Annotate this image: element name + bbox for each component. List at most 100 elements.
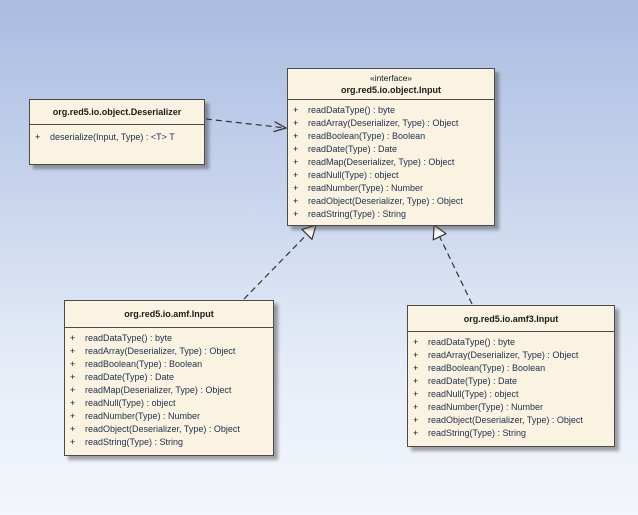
operation-row[interactable]: + deserialize(Input, Type) : <T> T — [30, 131, 204, 144]
operations-list: + readDataType() : byte + readArray(Deseri… — [288, 100, 494, 221]
visibility-marker: + — [293, 183, 299, 193]
visibility-marker: + — [70, 346, 76, 356]
operation-row[interactable]: + readNumber(Type) : Number — [288, 182, 494, 195]
realization-amf-to-input — [243, 224, 317, 300]
operation-signature: readMap(Deserializer, Type) : Object — [308, 157, 455, 167]
operation-signature: readDate(Type) : Date — [308, 144, 398, 154]
operation-signature: readNull(Type) : object — [428, 389, 519, 399]
operation-row[interactable]: + readDate(Type) : Date — [288, 143, 494, 156]
visibility-marker: + — [35, 132, 41, 142]
visibility-marker: + — [293, 157, 299, 167]
visibility-marker: + — [413, 337, 419, 347]
operation-row[interactable]: + readBoolean(Type) : Boolean — [65, 358, 273, 371]
operation-row[interactable]: + readString(Type) : String — [408, 427, 614, 440]
visibility-marker: + — [293, 209, 299, 219]
operation-signature: readObject(Deserializer, Type) : Object — [308, 196, 463, 206]
operation-signature: readArray(Deserializer, Type) : Object — [428, 350, 579, 360]
operation-signature: readNumber(Type) : Number — [428, 402, 544, 412]
visibility-marker: + — [293, 131, 299, 141]
operation-signature: readNumber(Type) : Number — [308, 183, 424, 193]
class-header: «interface» org.red5.io.object.Input — [288, 69, 494, 100]
class-amf3-input[interactable]: org.red5.io.amf3.Input + readDataType() :… — [407, 305, 615, 447]
operation-signature: readBoolean(Type) : Boolean — [428, 363, 546, 373]
visibility-marker: + — [413, 363, 419, 373]
operation-row[interactable]: + readNull(Type) : object — [65, 397, 273, 410]
visibility-marker: + — [70, 437, 76, 447]
operation-signature: readDate(Type) : Date — [85, 372, 175, 382]
class-name: org.red5.io.amf3.Input — [463, 313, 559, 324]
operations-list: + deserialize(Input, Type) : <T> T — [30, 125, 204, 144]
visibility-marker: + — [293, 170, 299, 180]
operation-row[interactable]: + readNull(Type) : object — [288, 169, 494, 182]
operation-signature: readDate(Type) : Date — [428, 376, 518, 386]
operation-row[interactable]: +readObject(Deserializer, Type) : Object — [408, 414, 614, 427]
class-name: org.red5.io.object.Input — [340, 84, 441, 95]
operation-row[interactable]: + readObject(Deserializer, Type) : Object — [65, 423, 273, 436]
operation-signature: deserialize(Input, Type) : <T> T — [50, 132, 175, 142]
operation-signature: readNumber(Type) : Number — [85, 411, 201, 421]
class-name: org.red5.io.amf.Input — [124, 309, 214, 319]
stereotype-label: «interface» — [369, 72, 413, 83]
visibility-marker: + — [413, 376, 419, 386]
operation-signature: readString(Type) : String — [308, 209, 407, 219]
operation-signature: readNull(Type) : object — [308, 170, 399, 180]
realization-amf3-to-input — [432, 223, 473, 305]
class-header: org.red5.io.amf3.Input — [408, 306, 614, 332]
dependency-deserializer-to-input — [205, 118, 286, 128]
operation-row[interactable]: + readMap(Deserializer, Type) : Object — [288, 156, 494, 169]
class-amf-input[interactable]: org.red5.io.amf.Input + readDataType() : … — [64, 300, 274, 456]
visibility-marker: + — [293, 118, 299, 128]
operation-signature: readBoolean(Type) : Boolean — [308, 131, 426, 141]
visibility-marker: + — [293, 196, 299, 206]
class-name: org.red5.io.object.Deserializer — [52, 107, 182, 117]
operation-row[interactable]: + readMap(Deserializer, Type) : Object — [65, 384, 273, 397]
visibility-marker: + — [70, 333, 76, 343]
visibility-marker: + — [413, 428, 419, 438]
operation-row[interactable]: + readBoolean(Type) : Boolean — [288, 130, 494, 143]
operation-signature: readBoolean(Type) : Boolean — [85, 359, 203, 369]
operation-signature: readDataType() : byte — [85, 333, 173, 343]
operations-list: + readDataType() : byte + readArray(Deseri… — [408, 332, 614, 440]
operation-signature: readString(Type) : String — [85, 437, 184, 447]
operation-signature: readNull(Type) : object — [85, 398, 176, 408]
operation-row[interactable]: + readBoolean(Type) : Boolean — [408, 362, 614, 375]
operation-signature: readDataType() : byte — [428, 337, 516, 347]
operation-row[interactable]: + readDataType() : byte — [408, 336, 614, 349]
operation-row[interactable]: + readDataType() : byte — [65, 332, 273, 345]
visibility-marker: + — [70, 424, 76, 434]
operation-row[interactable]: + readString(Type) : String — [65, 436, 273, 449]
operation-row[interactable]: + readString(Type) : String — [288, 208, 494, 221]
visibility-marker: + — [413, 402, 419, 412]
operation-signature: readString(Type) : String — [428, 428, 527, 438]
operation-signature: readArray(Deserializer, Type) : Object — [85, 346, 236, 356]
operation-signature: readDataType() : byte — [308, 105, 396, 115]
visibility-marker: + — [413, 415, 419, 425]
class-header: org.red5.io.amf.Input — [65, 301, 273, 328]
operation-signature: readMap(Deserializer, Type) : Object — [85, 385, 232, 395]
class-header: org.red5.io.object.Deserializer — [30, 100, 204, 125]
operation-signature: readArray(Deserializer, Type) : Object — [308, 118, 459, 128]
visibility-marker: + — [70, 398, 76, 408]
visibility-marker: + — [413, 350, 419, 360]
visibility-marker: + — [70, 411, 76, 421]
operation-row[interactable]: + readArray(Deserializer, Type) : Object — [408, 349, 614, 362]
visibility-marker: + — [70, 372, 76, 382]
interface-input[interactable]: «interface» org.red5.io.object.Input + re… — [287, 68, 495, 226]
operation-signature: readObject(Deserializer, Type) : Object — [85, 424, 240, 434]
operation-row[interactable]: + readDate(Type) : Date — [408, 375, 614, 388]
operations-list: + readDataType() : byte + readArray(Deseri… — [65, 328, 273, 449]
operation-row[interactable]: + readArray(Deserializer, Type) : Object — [288, 117, 494, 130]
visibility-marker: + — [70, 359, 76, 369]
operation-row[interactable]: + readDate(Type) : Date — [65, 371, 273, 384]
visibility-marker: + — [293, 144, 299, 154]
visibility-marker: + — [70, 385, 76, 395]
class-deserializer[interactable]: org.red5.io.object.Deserializer + deseri… — [29, 99, 205, 165]
operation-row[interactable]: +readNull(Type) : object — [408, 388, 614, 401]
visibility-marker: + — [293, 105, 299, 115]
operation-row[interactable]: + readNumber(Type) : Number — [65, 410, 273, 423]
operation-row[interactable]: + readArray(Deserializer, Type) : Object — [65, 345, 273, 358]
operation-row[interactable]: + readObject(Deserializer, Type) : Object — [288, 195, 494, 208]
operation-row[interactable]: + readDataType() : byte — [288, 104, 494, 117]
operation-row[interactable]: + readNumber(Type) : Number — [408, 401, 614, 414]
